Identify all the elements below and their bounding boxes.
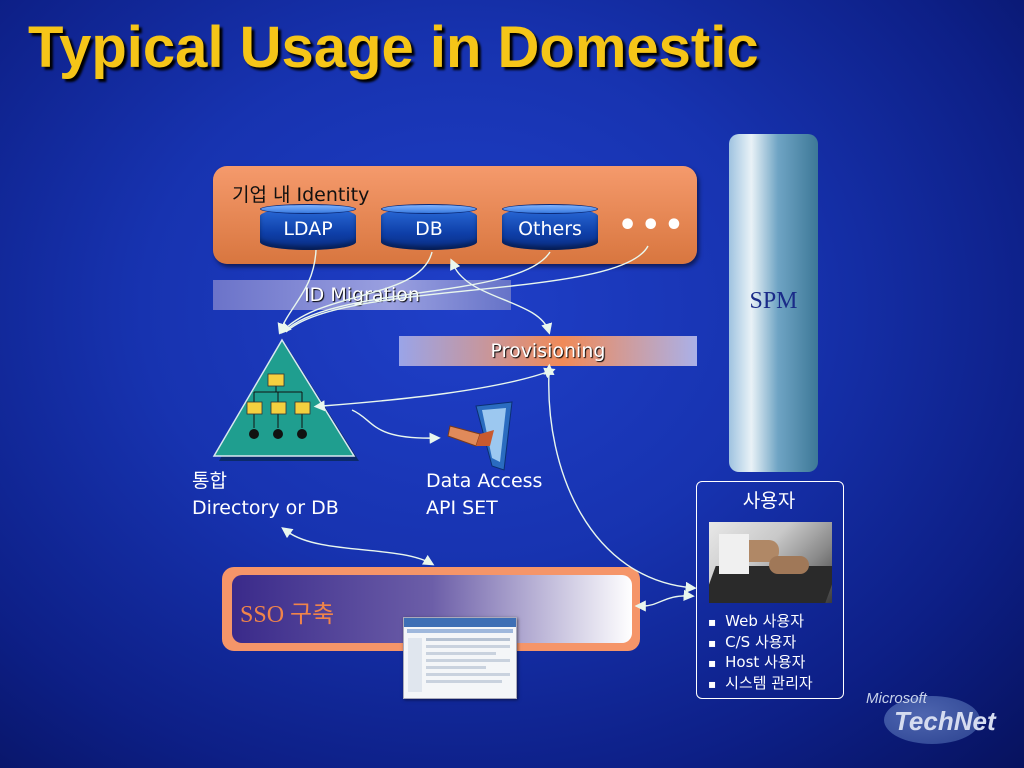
others-database-icon: Others [502, 204, 598, 250]
data-access-api-icon [447, 401, 513, 471]
ldap-label: LDAP [283, 218, 333, 240]
db-provisioning-arrow [450, 258, 553, 335]
identity-box-label: 기업 내 Identity [232, 184, 370, 206]
provisioning-band: Provisioning [399, 336, 697, 366]
ldap-database-icon: LDAP [260, 204, 356, 250]
db-database-icon: DB [381, 204, 477, 250]
data-access-caption: Data Access API SET [426, 468, 542, 522]
data-access-caption-line2: API SET [426, 497, 498, 519]
spm-column [729, 134, 818, 472]
directory-caption: 통합 Directory or DB [192, 468, 339, 522]
directory-caption-line2: Directory or DB [192, 497, 339, 519]
sso-label: SSO 구축 [240, 602, 335, 628]
user-type-item: Host 사용자 [708, 651, 813, 672]
directory-dataaccess-arrow [351, 409, 441, 444]
user-types-list: Web 사용자 C/S 사용자 Host 사용자 시스템 관리자 [708, 610, 813, 692]
user-type-item: Web 사용자 [708, 610, 813, 631]
keyboard-typing-photo [709, 522, 832, 603]
db-label: DB [415, 218, 443, 240]
provisioning-label: Provisioning [490, 340, 606, 362]
provisioning-users-arrow [543, 363, 697, 593]
user-type-item: C/S 사용자 [708, 631, 813, 652]
directory-provisioning-arrow [313, 367, 556, 412]
users-title: 사용자 [742, 490, 796, 512]
spm-label: SPM [749, 288, 798, 314]
technet-logo: Microsoft TechNet [862, 690, 1002, 750]
others-migration-arrow [283, 251, 551, 333]
data-access-caption-line1: Data Access [426, 470, 543, 492]
others-label: Others [518, 218, 582, 240]
sso-screenshot-thumbnail [403, 617, 517, 699]
more-sources-ellipsis: ••• [618, 208, 688, 243]
directory-caption-line1: 통합 [192, 470, 227, 492]
logo-microsoft-text: Microsoft [866, 690, 927, 707]
directory-tree-icon [212, 338, 359, 461]
sso-users-arrow [634, 589, 695, 612]
slide-title: Typical Usage in Domestic [28, 15, 759, 80]
user-type-item: 시스템 관리자 [708, 672, 813, 693]
directory-sso-arrow [281, 527, 435, 566]
ellipsis-migration-arrow [285, 245, 649, 333]
db-migration-arrow [280, 251, 433, 335]
logo-technet-text: TechNet [894, 706, 996, 736]
